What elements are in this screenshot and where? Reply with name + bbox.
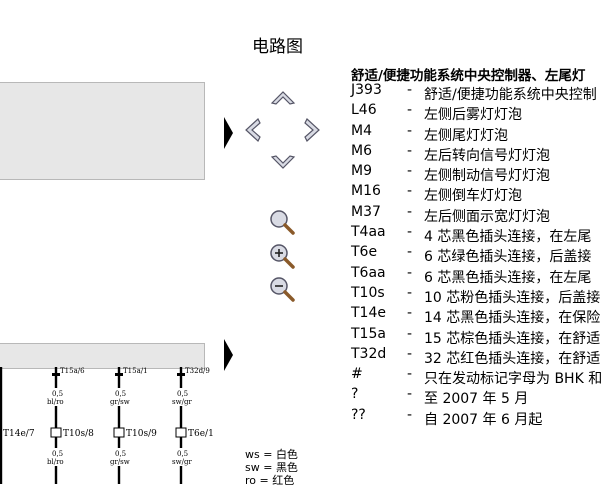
legend-code: M16 (351, 183, 381, 200)
legend-desc: 左侧后雾灯灯泡 (424, 107, 522, 124)
connector-label: T15a/6 (60, 367, 85, 375)
legend-desc: 左侧倒车灯灯泡 (424, 188, 522, 205)
legend-code: J393 (351, 82, 382, 98)
wire-size: 0,5 (115, 450, 126, 458)
connector-label: T10s/8 (63, 429, 94, 439)
color-key-item: sw = 黑色 (245, 461, 298, 474)
legend-desc: 舒适/便捷功能系统中央控制 (424, 87, 597, 103)
legend-dash: - (407, 163, 413, 180)
connector-label: T15a/1 (123, 367, 148, 375)
legend-code: T4aa (351, 224, 386, 241)
legend-dash: - (407, 264, 413, 281)
color-key-item: ro = 红色 (245, 474, 295, 487)
legend-dash: - (407, 82, 413, 98)
legend-dash: - (407, 244, 413, 261)
legend-code: ? (351, 386, 359, 403)
legend-code: M4 (351, 122, 372, 139)
wire-color: sw/gr (172, 398, 192, 406)
legend-desc: 6 芯绿色插头连接，后盖接 (424, 249, 592, 266)
wire-color: gr/sw (110, 458, 130, 466)
legend-code: T32d (351, 345, 387, 362)
diagram-panel-middle (0, 343, 205, 369)
legend-desc: 4 芯黑色插头连接，在左尾 (424, 229, 592, 246)
legend-code: T6e (351, 244, 378, 261)
zoom-out-icon[interactable] (268, 275, 296, 303)
legend-dash: - (407, 284, 413, 301)
legend-desc: 至 2007 年 5 月 (424, 391, 529, 408)
legend-dash: - (407, 386, 413, 403)
legend-desc: 14 芯黑色插头连接，在保险 (424, 310, 601, 327)
legend-code: L46 (351, 102, 377, 119)
wire-size: 0,5 (177, 390, 188, 398)
legend-dash: - (407, 366, 413, 383)
legend-desc: 15 芯棕色插头连接，在舒适 (424, 330, 601, 347)
page-title: 电路图 (252, 37, 303, 57)
chevron-up-icon[interactable] (269, 88, 297, 106)
chevron-right-icon[interactable] (303, 116, 323, 144)
chevron-down-icon[interactable] (269, 154, 297, 172)
legend-desc: 32 芯红色插头连接，在舒适 (424, 350, 601, 367)
legend-code: T6aa (351, 264, 386, 281)
legend-dash: - (407, 183, 413, 200)
legend-desc: 自 2007 年 6 月起 (424, 411, 543, 428)
legend-dash: - (407, 305, 413, 322)
wiring-diagram: T15a/6 T15a/1 T32d/9 0,5 0,5 0,5 bl/ro g… (0, 367, 214, 484)
zoom-in-icon[interactable] (268, 242, 296, 270)
magnifier-icon[interactable] (268, 208, 296, 236)
wire-size: 0,5 (52, 450, 63, 458)
legend-dash: - (407, 203, 413, 220)
legend-dash: - (407, 345, 413, 362)
connector-label: T14e/7 (3, 429, 35, 439)
wire-size: 0,5 (52, 390, 63, 398)
wire-color: sw/gr (172, 458, 192, 466)
legend-desc: 10 芯粉色插头连接，后盖接 (424, 289, 601, 306)
wire-color: bl/ro (47, 458, 64, 466)
connector-label: T6e/1 (188, 429, 214, 439)
legend-desc: 6 芯黑色插头连接，在左尾 (424, 269, 592, 286)
legend-code: M37 (351, 203, 381, 220)
legend-dash: - (407, 142, 413, 159)
legend-desc: 左后转向信号灯灯泡 (424, 147, 550, 164)
wire-color: bl/ro (47, 398, 64, 406)
legend-desc: 只在发动标记字母为 BHK 和 (424, 371, 603, 388)
legend-code: ?? (351, 406, 366, 423)
legend-code: # (351, 366, 363, 383)
legend-code: T10s (351, 284, 385, 301)
page-marker-arrow-bottom (224, 339, 233, 371)
legend-desc: 左侧尾灯灯泡 (424, 127, 508, 144)
legend-code: M6 (351, 142, 372, 159)
legend-dash: - (407, 406, 413, 423)
wire-size: 0,5 (177, 450, 188, 458)
legend-dash: - (407, 122, 413, 139)
legend-code: T15a (351, 325, 386, 342)
chevron-left-icon[interactable] (242, 116, 262, 144)
wire-size: 0,5 (115, 390, 126, 398)
color-key-item: ws = 白色 (245, 448, 298, 461)
legend-desc: 左后侧面示宽灯灯泡 (424, 208, 550, 225)
connector-label: T10s/9 (126, 429, 157, 439)
legend-code: T14e (351, 305, 386, 322)
legend-dash: - (407, 224, 413, 241)
diagram-panel-top (0, 82, 205, 180)
legend-dash: - (407, 102, 413, 119)
legend-dash: - (407, 325, 413, 342)
legend-heading: 舒适/便捷功能系统中央控制器、左尾灯 (351, 68, 586, 84)
legend-desc: 左侧制动信号灯灯泡 (424, 168, 550, 185)
page-marker-arrow-top (224, 117, 233, 149)
wire-color: gr/sw (110, 398, 130, 406)
color-key: ws = 白色 sw = 黑色 ro = 红色 (245, 448, 298, 487)
connector-label: T32d/9 (185, 367, 210, 375)
legend-code: M9 (351, 163, 372, 180)
